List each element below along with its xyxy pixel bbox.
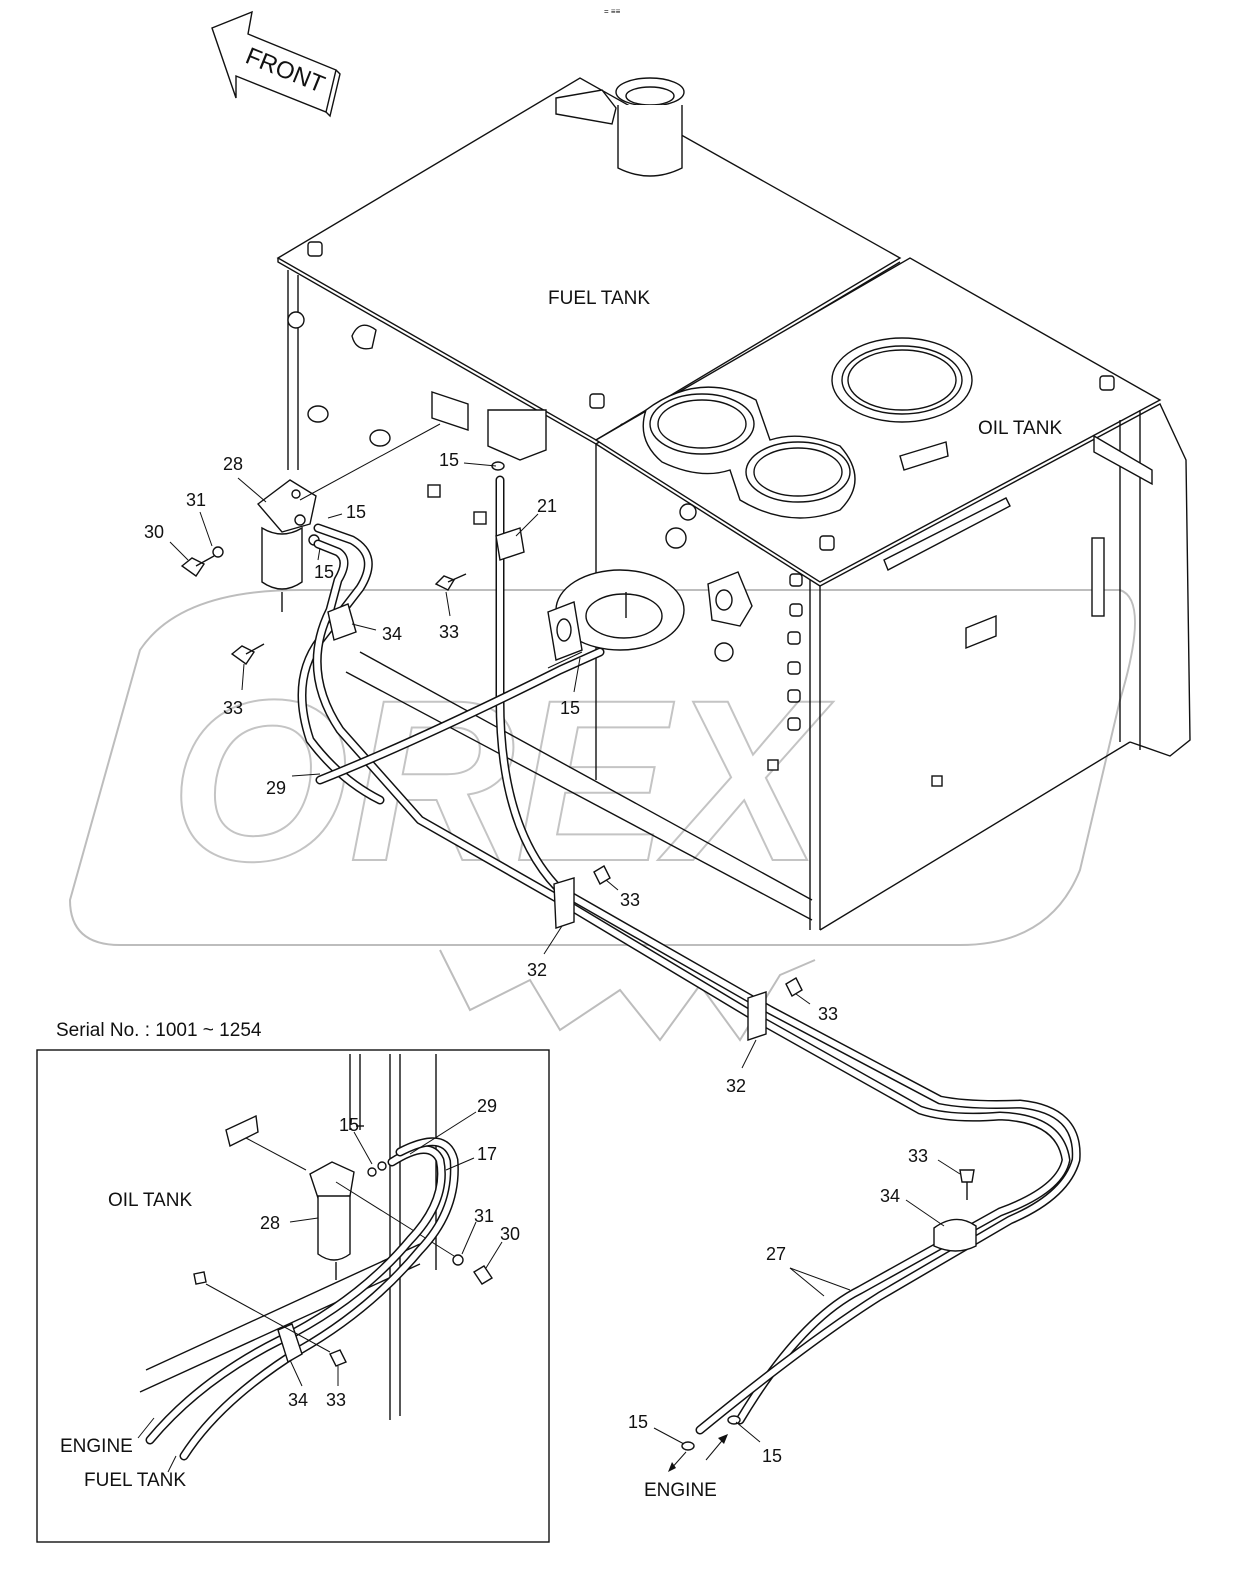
inset-callout-17: 17 bbox=[477, 1144, 497, 1164]
serial-label: Serial No. : 1001 ~ 1254 bbox=[56, 1020, 262, 1041]
callout-34: 34 bbox=[382, 624, 402, 644]
callout-15: 15 bbox=[346, 502, 366, 522]
callout-21: 21 bbox=[537, 496, 557, 516]
pipe-clamps bbox=[327, 527, 977, 1252]
callout-32: 32 bbox=[527, 960, 547, 980]
fuel-tank bbox=[276, 77, 929, 780]
bolts bbox=[180, 461, 975, 1451]
callout-30: 30 bbox=[144, 522, 164, 542]
callout-15: 15 bbox=[762, 1446, 782, 1466]
fuel-lines bbox=[297, 475, 1081, 1435]
oil-tank-label: OIL TANK bbox=[978, 418, 1062, 439]
callout-15: 15 bbox=[628, 1412, 648, 1432]
callout-33: 33 bbox=[818, 1004, 838, 1024]
callout-33: 33 bbox=[223, 698, 243, 718]
callout-numbers: 15 28 31 30 15 15 21 34 33 33 15 29 33 3… bbox=[144, 450, 928, 1466]
callout-32: 32 bbox=[726, 1076, 746, 1096]
inset-fuel-tank-label: FUEL TANK bbox=[84, 1470, 186, 1491]
inset-callout-28: 28 bbox=[260, 1213, 280, 1233]
callout-27: 27 bbox=[766, 1244, 786, 1264]
fuel-tank-label: FUEL TANK bbox=[548, 288, 650, 309]
fuel-filter bbox=[256, 423, 441, 612]
callout-29: 29 bbox=[266, 778, 286, 798]
callout-34: 34 bbox=[880, 1186, 900, 1206]
inset-oil-tank-label: OIL TANK bbox=[108, 1190, 192, 1211]
front-arrow-icon: FRONT bbox=[211, 10, 341, 118]
oil-tank bbox=[345, 257, 1191, 931]
leader-lines bbox=[169, 462, 961, 1472]
inset-callout-34: 34 bbox=[288, 1390, 308, 1410]
inset-callout-15: 15 bbox=[339, 1115, 359, 1135]
serial-inset: Serial No. : 1001 ~ 1254 bbox=[36, 1020, 550, 1543]
inset-callout-31: 31 bbox=[474, 1206, 494, 1226]
inset-callout-30: 30 bbox=[500, 1224, 520, 1244]
watermark: OREX bbox=[68, 589, 1136, 1042]
callout-15: 15 bbox=[560, 698, 580, 718]
corner-mark: = ≡≡ bbox=[604, 7, 621, 16]
callout-31: 31 bbox=[186, 490, 206, 510]
callout-15: 15 bbox=[439, 450, 459, 470]
inset-callout-33: 33 bbox=[326, 1390, 346, 1410]
inset-engine-label: ENGINE bbox=[60, 1436, 133, 1457]
callout-15: 15 bbox=[314, 562, 334, 582]
callout-33: 33 bbox=[620, 890, 640, 910]
engine-label: ENGINE bbox=[644, 1480, 717, 1501]
callout-28: 28 bbox=[223, 454, 243, 474]
callout-33: 33 bbox=[908, 1146, 928, 1166]
inset-callout-29: 29 bbox=[477, 1096, 497, 1116]
callout-33: 33 bbox=[439, 622, 459, 642]
